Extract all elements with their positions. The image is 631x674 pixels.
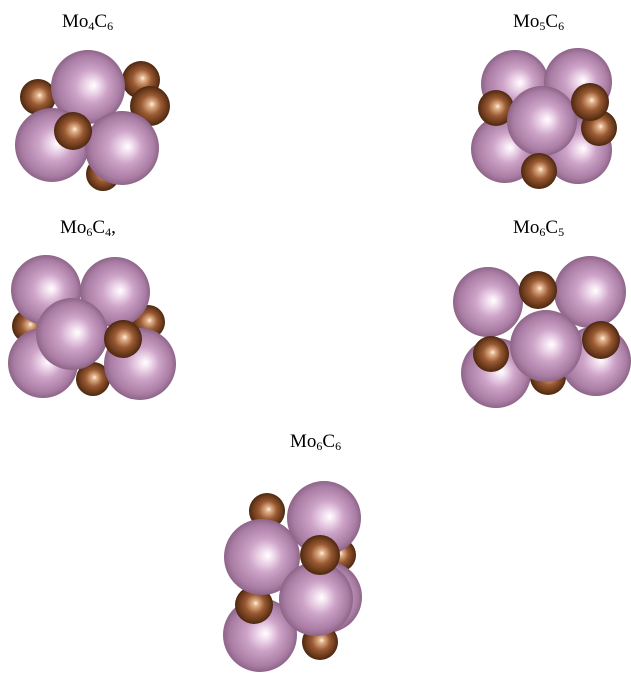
molybdenum-atom bbox=[453, 267, 523, 337]
carbon-atom bbox=[521, 153, 557, 189]
cluster-label-mo4c6: Mo4C6 bbox=[62, 11, 114, 33]
molybdenum-atom bbox=[554, 256, 626, 328]
molybdenum-atom bbox=[36, 298, 108, 370]
cluster-mo6c6 bbox=[223, 481, 362, 672]
carbon-atom bbox=[76, 362, 110, 396]
carbon-atom bbox=[582, 321, 620, 359]
molybdenum-atom bbox=[51, 50, 125, 124]
carbon-atom bbox=[300, 535, 340, 575]
molybdenum-atom bbox=[224, 519, 300, 595]
molybdenum-atom bbox=[287, 481, 361, 555]
molybdenum-atom bbox=[279, 562, 353, 636]
carbon-atom bbox=[20, 79, 56, 115]
molybdenum-atom bbox=[85, 111, 159, 185]
cluster-mo6c5 bbox=[453, 256, 631, 408]
cluster-label-mo6c5: Mo6C5 bbox=[513, 217, 565, 239]
molybdenum-atom bbox=[510, 310, 582, 382]
carbon-atom bbox=[54, 112, 92, 150]
cluster-mo4c6 bbox=[15, 50, 170, 191]
carbon-atom bbox=[571, 83, 609, 121]
carbon-atom bbox=[519, 271, 557, 309]
carbon-atom bbox=[473, 336, 509, 372]
carbon-atom bbox=[478, 90, 514, 126]
molybdenum-atom bbox=[507, 86, 577, 156]
carbon-atom bbox=[104, 320, 142, 358]
carbon-atom bbox=[235, 586, 273, 624]
cluster-label-mo6c4: Mo6C4, bbox=[60, 217, 116, 239]
cluster-label-mo6c6: Mo6C6 bbox=[290, 431, 342, 453]
cluster-mo6c4 bbox=[8, 255, 176, 400]
cluster-label-mo5c6: Mo5C6 bbox=[513, 11, 565, 33]
cluster-mo5c6 bbox=[471, 48, 617, 189]
